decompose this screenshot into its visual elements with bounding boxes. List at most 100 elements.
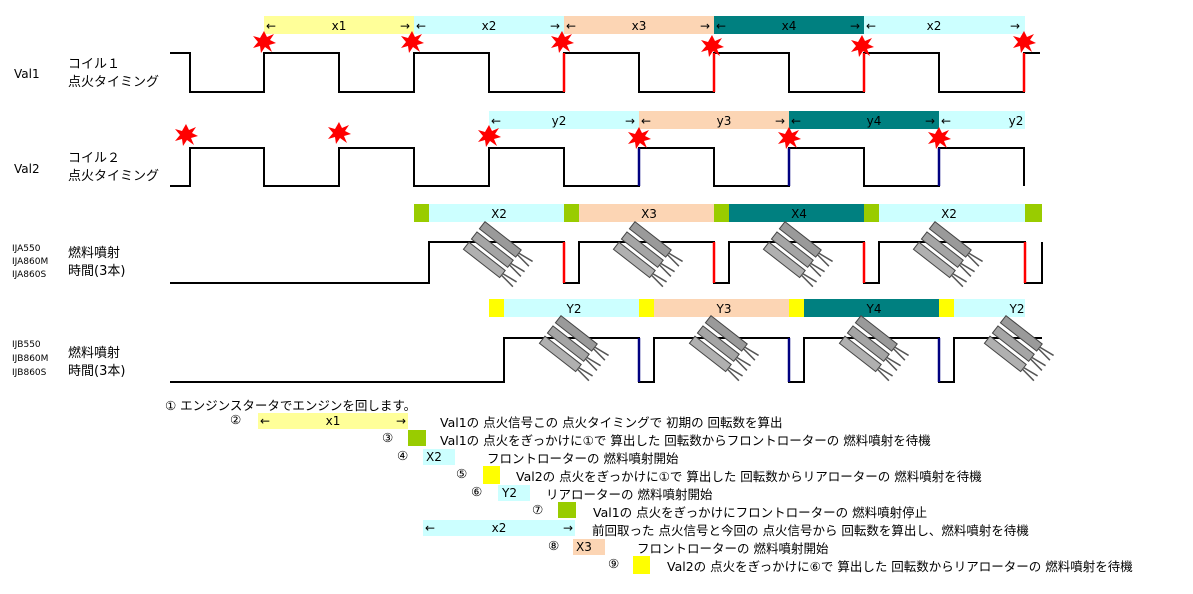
val2-tag: Val2 bbox=[14, 162, 40, 176]
step-10-box bbox=[633, 556, 650, 574]
step-9-num: ⑧ bbox=[548, 538, 560, 553]
bar-y2-a bbox=[489, 111, 639, 129]
ija-waveform bbox=[170, 241, 1043, 284]
bar-x2-b bbox=[864, 16, 1025, 34]
val2-label-1: コイル２ bbox=[68, 151, 121, 166]
bar-label-X2a: X2 bbox=[491, 207, 507, 221]
arrow-left-y2: ← bbox=[641, 114, 651, 128]
ija-label-1: 燃料噴射 bbox=[68, 246, 121, 261]
step-2-box: ← x1 → bbox=[258, 413, 408, 429]
step-4-box: X2 bbox=[423, 449, 455, 465]
val1-red-edges bbox=[562, 53, 1026, 92]
arrow-left-5: ← bbox=[866, 19, 876, 33]
ijb-navy-edges bbox=[637, 338, 941, 382]
ija-injectors bbox=[462, 220, 985, 289]
bar-label-y4: y4 bbox=[867, 114, 882, 128]
step-6-box: Y2 bbox=[498, 485, 530, 501]
step-6-num: ⑥ bbox=[471, 484, 483, 499]
step-2-arrow-left: ← bbox=[260, 414, 271, 428]
arrow-right-1: → bbox=[400, 19, 410, 33]
arrow-right-y1: → bbox=[625, 114, 635, 128]
bar-label-x2a: x2 bbox=[482, 19, 497, 33]
step-5-text: Val2の 点火をぎっかけに①で 算出した 回転数からリアローターの 燃料噴射を… bbox=[516, 469, 982, 484]
ija-tag-3: IJA860S bbox=[12, 270, 47, 280]
step-6-text: リアローターの 燃料噴射開始 bbox=[546, 487, 713, 502]
bar-x3 bbox=[564, 16, 714, 34]
bar-label-x1: x1 bbox=[332, 19, 347, 33]
step-3-text: Val1の 点火をぎっかけに①で 算出した 回転数からフロントローターの 燃料噴… bbox=[440, 433, 931, 448]
ija-duration-bar: X2 X3 X4 X2 bbox=[414, 204, 1042, 222]
val1-waveform bbox=[170, 52, 1040, 93]
bar-y3 bbox=[639, 111, 789, 129]
bar-y4 bbox=[789, 111, 939, 129]
ijb-duration-bar: Y2 Y3 Y4 Y2 bbox=[489, 299, 1025, 317]
step-8-box-label: x2 bbox=[491, 521, 507, 535]
step-4-text: フロントローターの 燃料噴射開始 bbox=[487, 451, 679, 466]
step-7-num: ⑦ bbox=[532, 502, 544, 517]
bar-label-Y2b: Y2 bbox=[1009, 302, 1025, 316]
bar-x1 bbox=[264, 16, 414, 34]
ijb-tag-1: IJB550 bbox=[12, 340, 41, 350]
ijb-label-1: 燃料噴射 bbox=[68, 346, 121, 361]
step-2-arrow-right: → bbox=[395, 414, 406, 428]
val2-waveform bbox=[170, 147, 1025, 187]
ija-tag-1: IJA550 bbox=[12, 244, 41, 254]
ijb-tag-2: IJB860M bbox=[12, 354, 49, 364]
ijb-label-2: 時間(3本) bbox=[68, 364, 126, 379]
bar-label-X4: X4 bbox=[791, 207, 807, 221]
ija-tag-2: IJA860M bbox=[12, 257, 49, 267]
step-5-num: ⑤ bbox=[456, 466, 468, 481]
arrow-right-5: → bbox=[1010, 19, 1020, 33]
step-10-text: Val2の 点火をぎっかけに⑥で 算出した 回転数からリアローターの 燃料噴射を… bbox=[667, 559, 1133, 574]
step-10-num: ⑨ bbox=[608, 556, 620, 571]
step-2-num: ② bbox=[230, 412, 242, 427]
ija-label-2: 時間(3本) bbox=[68, 264, 126, 279]
bar-x2-a bbox=[414, 16, 564, 34]
bar-label-Y2a: Y2 bbox=[566, 302, 582, 316]
ija-red-edges bbox=[562, 242, 1027, 283]
val1-tag: Val1 bbox=[14, 67, 40, 81]
ijb-tag-3: IJB860S bbox=[12, 368, 47, 378]
arrow-left-y3: ← bbox=[791, 114, 801, 128]
bar-label-x3: x3 bbox=[632, 19, 647, 33]
bar-label-X3: X3 bbox=[641, 207, 657, 221]
step-2-box-label: x1 bbox=[325, 414, 341, 428]
ijb-waveform bbox=[170, 337, 1042, 383]
step-9-box: X3 bbox=[573, 539, 605, 555]
arrow-right-2: → bbox=[550, 19, 560, 33]
step-1: ① エンジンスタータでエンジンを回します。 bbox=[165, 398, 417, 413]
step-8-arrow-left: ← bbox=[425, 521, 436, 535]
arrow-right-y3: → bbox=[925, 114, 935, 128]
val1-interval-bar: x1 x2 x3 x4 x2 ← → ← → ← → ← → ← → bbox=[264, 16, 1025, 34]
ijb-injectors bbox=[538, 314, 1056, 383]
arrow-left-4: ← bbox=[716, 19, 726, 33]
step-3-num: ③ bbox=[382, 430, 394, 445]
arrow-left-1: ← bbox=[266, 19, 276, 33]
bar-label-x4: x4 bbox=[782, 19, 797, 33]
bar-label-Y4: Y4 bbox=[866, 302, 882, 316]
bar-label-y2a: y2 bbox=[552, 114, 567, 128]
bar-label-y2b: y2 bbox=[1009, 114, 1024, 128]
bar-y2-b bbox=[939, 111, 1025, 129]
arrow-left-3: ← bbox=[566, 19, 576, 33]
bar-label-X2b: X2 bbox=[941, 207, 957, 221]
step-3-box bbox=[408, 430, 426, 446]
step-8-arrow-right: → bbox=[562, 521, 573, 535]
step-8-text: 前回取った 点火信号と今回の 点火信号から 回転数を算出し、燃料噴射を待機 bbox=[592, 523, 1029, 538]
step-5-box bbox=[483, 466, 500, 484]
val1-label-1: コイル１ bbox=[68, 57, 121, 72]
bar-label-x2b: x2 bbox=[927, 19, 942, 33]
step-7-box bbox=[558, 502, 576, 518]
val2-navy-edges bbox=[637, 148, 941, 186]
bar-label-y3: y3 bbox=[717, 114, 732, 128]
step-2-text: Val1の 点火信号この 点火タイミングで 初期の 回転数を算出 bbox=[440, 415, 783, 430]
step-9-text: フロントローターの 燃料噴射開始 bbox=[637, 541, 829, 556]
step-8-box: ← x2 → bbox=[423, 520, 575, 536]
arrow-right-3: → bbox=[700, 19, 710, 33]
arrow-right-4: → bbox=[850, 19, 860, 33]
arrow-left-2: ← bbox=[416, 19, 426, 33]
step-4-num: ④ bbox=[397, 448, 409, 463]
val2-interval-bar: y2 y3 y4 y2 ← → ← → ← → ← bbox=[489, 111, 1025, 129]
